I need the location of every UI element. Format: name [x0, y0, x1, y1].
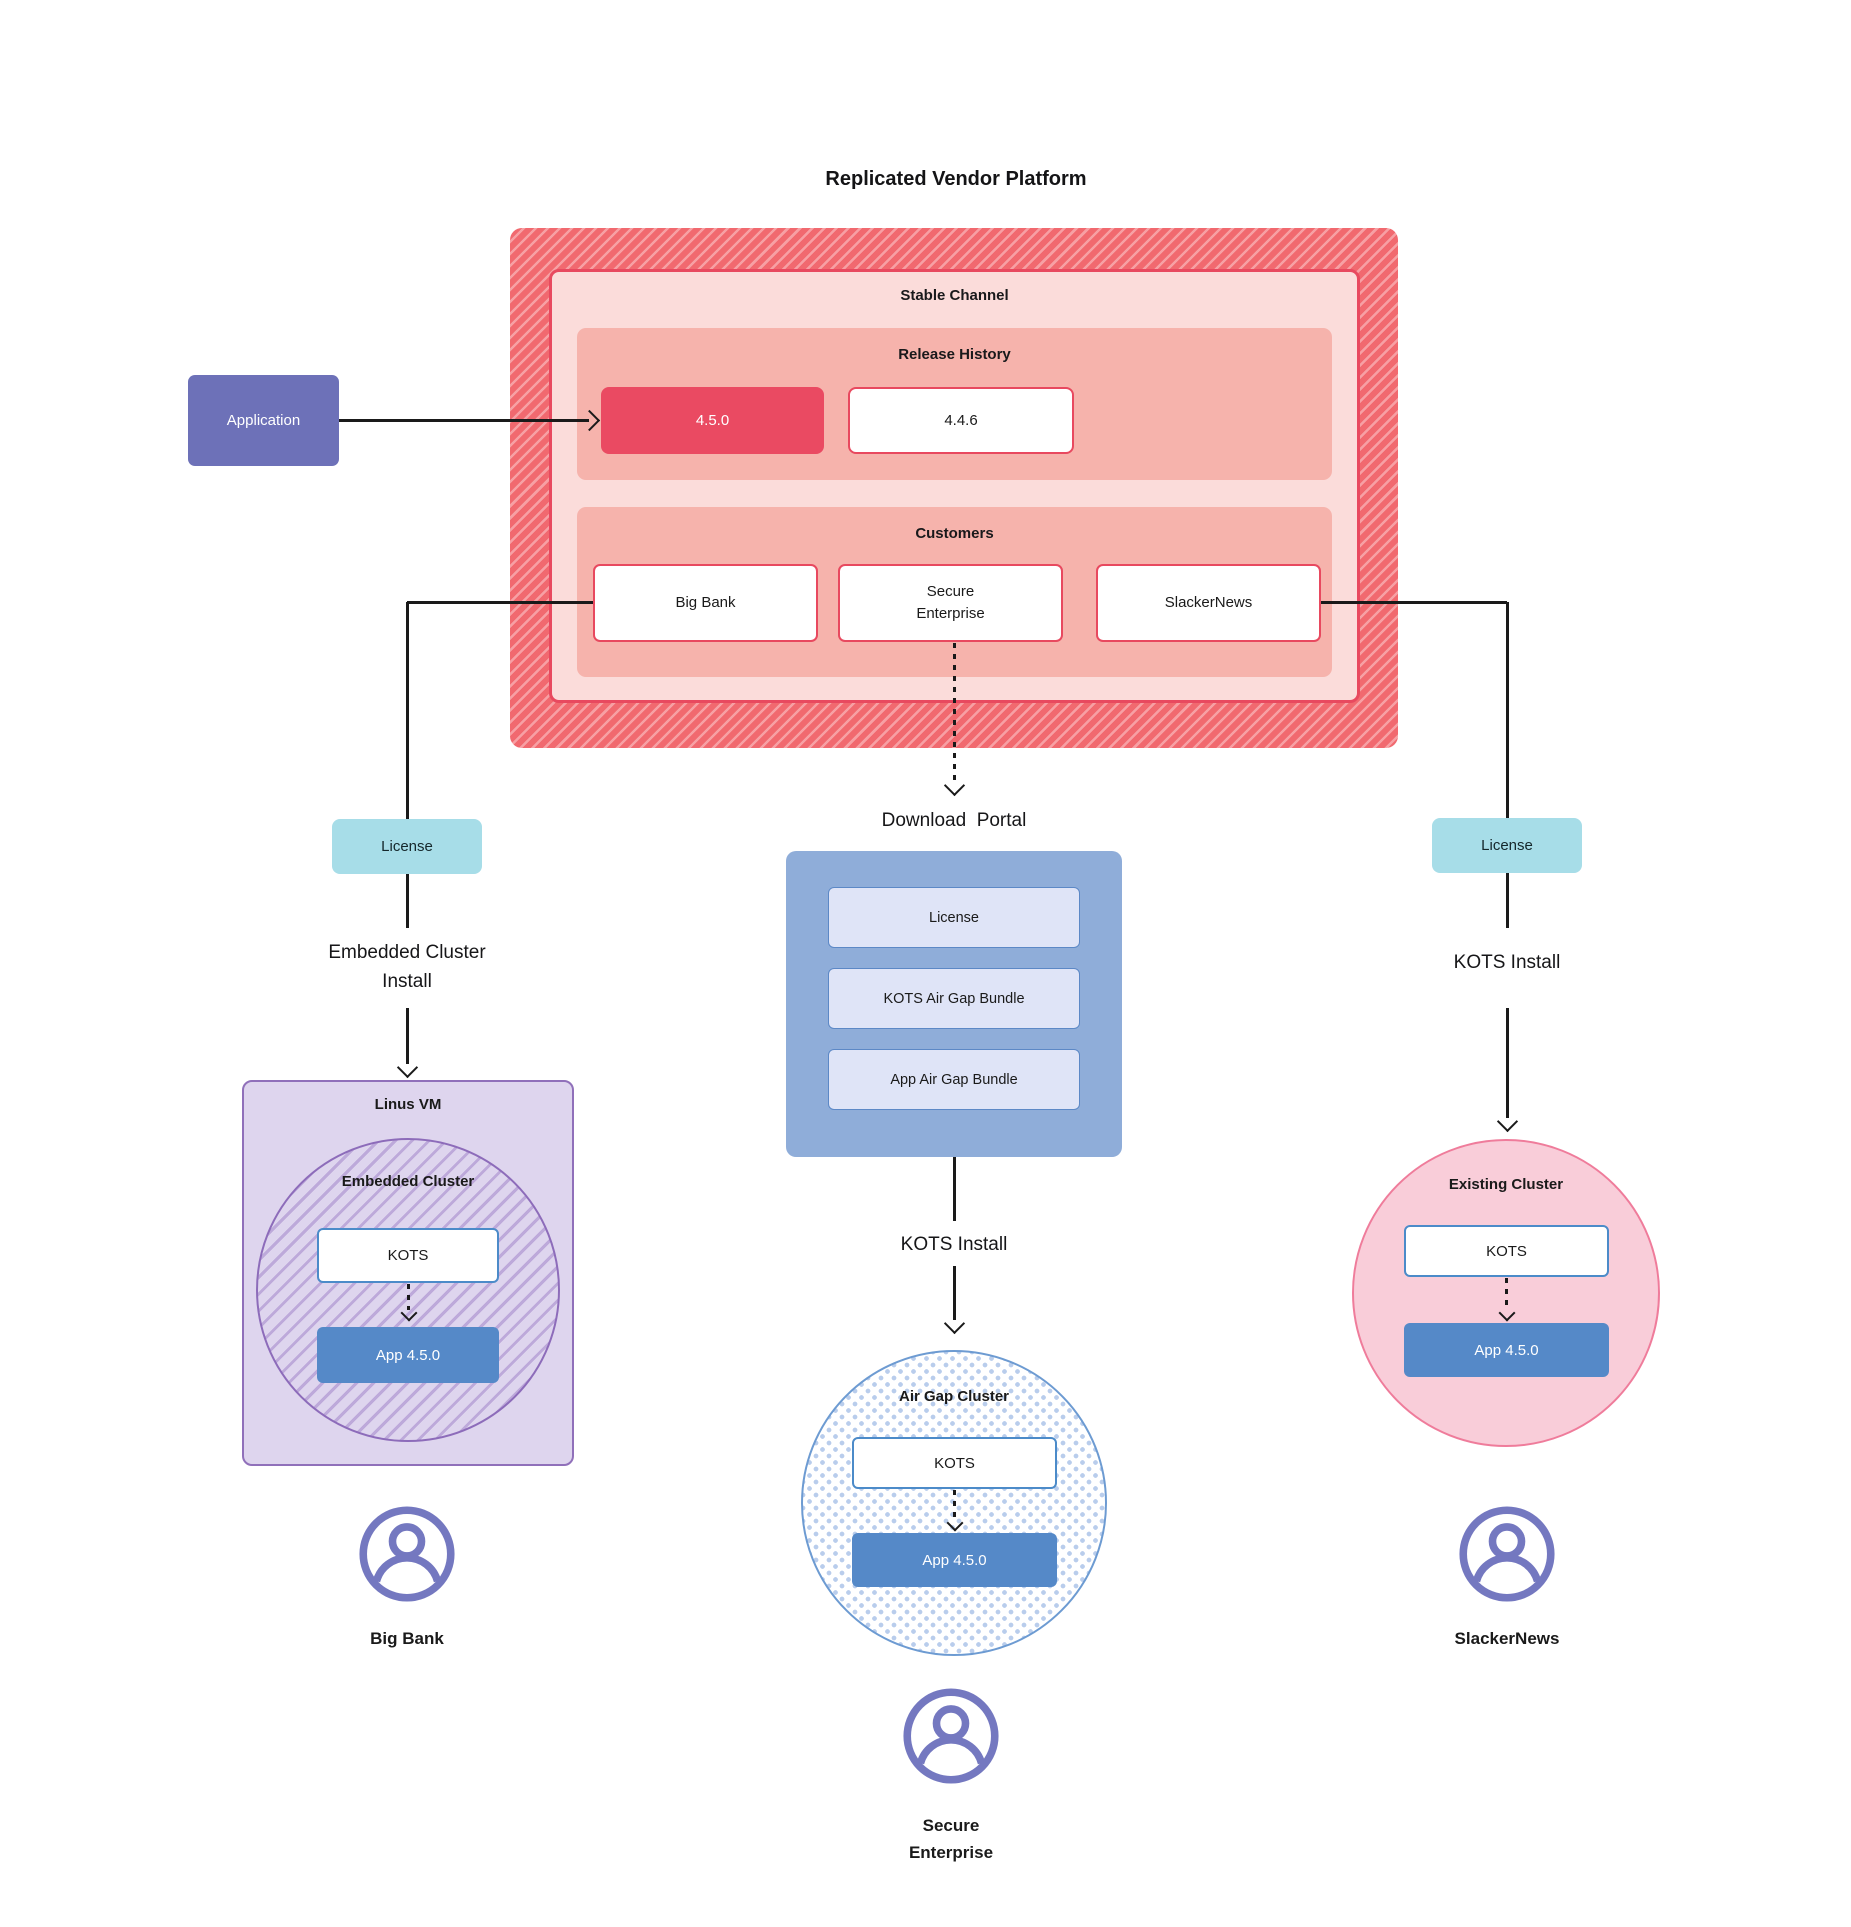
linus-vm-label: Linus VM: [374, 1096, 442, 1113]
middle-app-node[interactable]: App 4.5.0: [852, 1533, 1057, 1587]
embedded-cluster-install-label: Embedded Cluster Install: [328, 942, 486, 993]
left-install-arrow-line: [406, 1008, 409, 1064]
bigbank-connector-h: [407, 601, 593, 604]
customer-slackernews-label: SlackerNews: [1164, 594, 1253, 612]
secure-portal-arrowhead-icon: [943, 774, 966, 797]
slackernews-connector-h: [1321, 601, 1507, 604]
right-install-arrow-line: [1506, 1008, 1509, 1118]
portal-license-item[interactable]: License: [828, 887, 1080, 948]
right-app-node[interactable]: App 4.5.0: [1404, 1323, 1609, 1377]
left-license-line: [406, 874, 409, 928]
left-kots-node[interactable]: KOTS: [317, 1228, 499, 1283]
customer-big-bank-label: Big Bank: [675, 594, 736, 612]
customer-slackernews[interactable]: SlackerNews: [1096, 564, 1321, 642]
stable-channel-label: Stable Channel: [900, 287, 1009, 304]
middle-install-arrow-line: [953, 1266, 956, 1320]
slackernews-connector-v: [1506, 602, 1509, 818]
left-app-node[interactable]: App 4.5.0: [317, 1327, 499, 1383]
existing-cluster-label: Existing Cluster: [1448, 1176, 1564, 1193]
middle-install-arrowhead-icon: [943, 1312, 966, 1335]
middle-kots-install-label: KOTS Install: [900, 1234, 1008, 1255]
right-kots-app-dotline: [1505, 1278, 1508, 1308]
portal-kots-bundle-item[interactable]: KOTS Air Gap Bundle: [828, 968, 1080, 1029]
right-kots-node[interactable]: KOTS: [1404, 1225, 1609, 1277]
release-history-label: Release History: [898, 346, 1011, 363]
bigbank-connector-v: [406, 602, 409, 819]
left-license-node[interactable]: License: [332, 819, 482, 874]
release-4-5-0[interactable]: 4.5.0: [601, 387, 824, 454]
portal-install-line: [953, 1157, 956, 1221]
left-install-arrowhead-icon: [396, 1056, 419, 1079]
right-license-node[interactable]: License: [1432, 818, 1582, 873]
left-kots-app-dotline: [407, 1284, 410, 1310]
embedded-cluster-label: Embedded Cluster: [341, 1173, 475, 1190]
right-install-arrowhead-icon: [1496, 1110, 1519, 1133]
customer-big-bank[interactable]: Big Bank: [593, 564, 818, 642]
application-arrow-line: [339, 419, 589, 422]
secure-enterprise-user-label: Secure Enterprise: [908, 1816, 994, 1863]
release-4-4-6[interactable]: 4.4.6: [848, 387, 1074, 454]
right-kots-install-label: KOTS Install: [1453, 952, 1561, 973]
big-bank-user-icon: [355, 1502, 459, 1606]
slackernews-user-label: SlackerNews: [1454, 1629, 1560, 1648]
page-title: Replicated Vendor Platform: [825, 168, 1087, 190]
secure-enterprise-user-icon: [899, 1684, 1003, 1788]
air-gap-cluster-circle: [801, 1350, 1107, 1656]
customer-secure-enterprise-label: Secure Enterprise: [916, 583, 985, 622]
right-license-line: [1506, 873, 1509, 928]
customer-secure-enterprise[interactable]: Secure Enterprise: [838, 564, 1063, 642]
air-gap-cluster-label: Air Gap Cluster: [898, 1388, 1010, 1405]
customers-label: Customers: [915, 525, 994, 542]
middle-kots-node[interactable]: KOTS: [852, 1437, 1057, 1489]
embedded-cluster-circle: [256, 1138, 560, 1442]
middle-kots-app-dotline: [953, 1490, 956, 1520]
application-node[interactable]: Application: [188, 375, 339, 466]
download-portal-label: Download Portal: [881, 810, 1027, 831]
slackernews-user-icon: [1455, 1502, 1559, 1606]
secure-portal-dotline: [953, 643, 956, 781]
portal-app-bundle-item[interactable]: App Air Gap Bundle: [828, 1049, 1080, 1110]
big-bank-user-label: Big Bank: [370, 1629, 444, 1648]
